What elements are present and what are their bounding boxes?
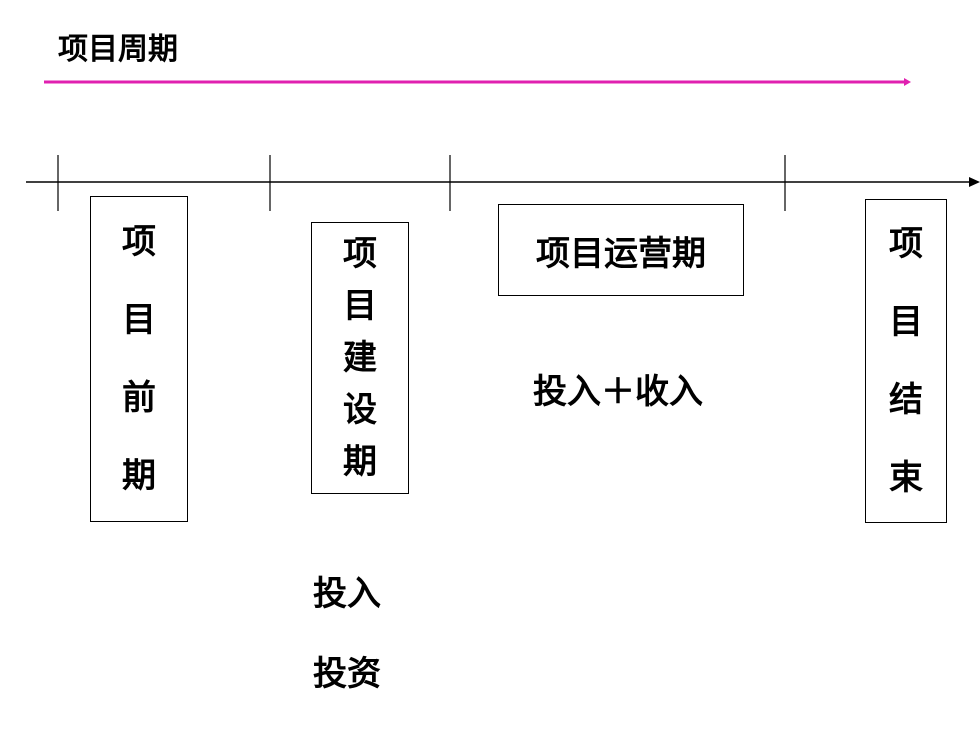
construction-note-input: 投入 xyxy=(313,574,381,614)
operation-note: 投入＋收入 xyxy=(533,372,703,412)
phase-build-char: 期 xyxy=(343,442,377,482)
phase-build-char: 项 xyxy=(343,234,377,274)
construction-note-investment: 投资 xyxy=(313,654,381,694)
phase-end-char: 束 xyxy=(889,458,923,498)
phase-box-pre-project: 项 目 前 期 xyxy=(90,196,188,522)
phase-build-char: 设 xyxy=(343,390,377,430)
phase-box-project-end: 项 目 结 束 xyxy=(865,199,947,523)
title-underline-arrowhead xyxy=(904,78,911,86)
phase-pre-char: 前 xyxy=(122,378,156,418)
timeline-arrowhead xyxy=(969,177,980,187)
phase-build-char: 建 xyxy=(343,338,377,378)
phase-pre-char: 目 xyxy=(122,300,156,340)
phase-build-char: 目 xyxy=(343,286,377,326)
phase-end-char: 项 xyxy=(889,224,923,264)
page-title: 项目周期 xyxy=(58,32,178,67)
phase-pre-char: 期 xyxy=(122,456,156,496)
phase-box-construction: 项 目 建 设 期 xyxy=(311,222,409,494)
phase-end-char: 目 xyxy=(889,302,923,342)
phase-box-operation: 项目运营期 xyxy=(498,204,744,296)
phase-operation-label: 项目运营期 xyxy=(536,233,706,274)
phase-pre-char: 项 xyxy=(122,222,156,262)
phase-end-char: 结 xyxy=(889,380,923,420)
